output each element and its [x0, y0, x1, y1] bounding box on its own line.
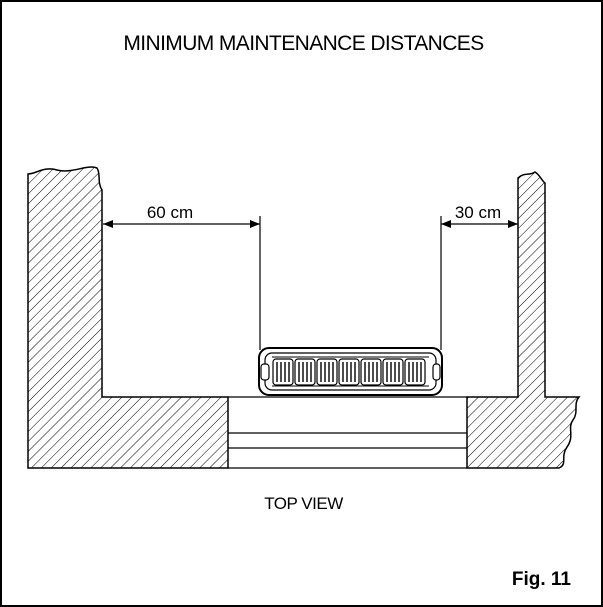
- diagram-title: MINIMUM MAINTENANCE DISTANCES: [123, 32, 484, 55]
- grille-module: [294, 358, 316, 386]
- figure-number: Fig. 11: [511, 569, 571, 590]
- right-wall: [466, 171, 581, 469]
- grille-module: [272, 358, 294, 386]
- grille-module: [338, 358, 360, 386]
- grille-module: [316, 358, 338, 386]
- grille-module: [382, 358, 404, 386]
- view-label: TOP VIEW: [264, 494, 343, 513]
- grille-module: [360, 358, 382, 386]
- extension-lines: [259, 216, 442, 350]
- floor-opening: [228, 396, 467, 469]
- unit-grille: [272, 358, 426, 386]
- left-wall: [27, 166, 229, 469]
- dimension-label-right: 30 cm: [455, 203, 501, 222]
- grille-module: [404, 358, 426, 386]
- fan-coil-unit: [258, 347, 443, 396]
- dimension-label-left: 60 cm: [147, 203, 193, 222]
